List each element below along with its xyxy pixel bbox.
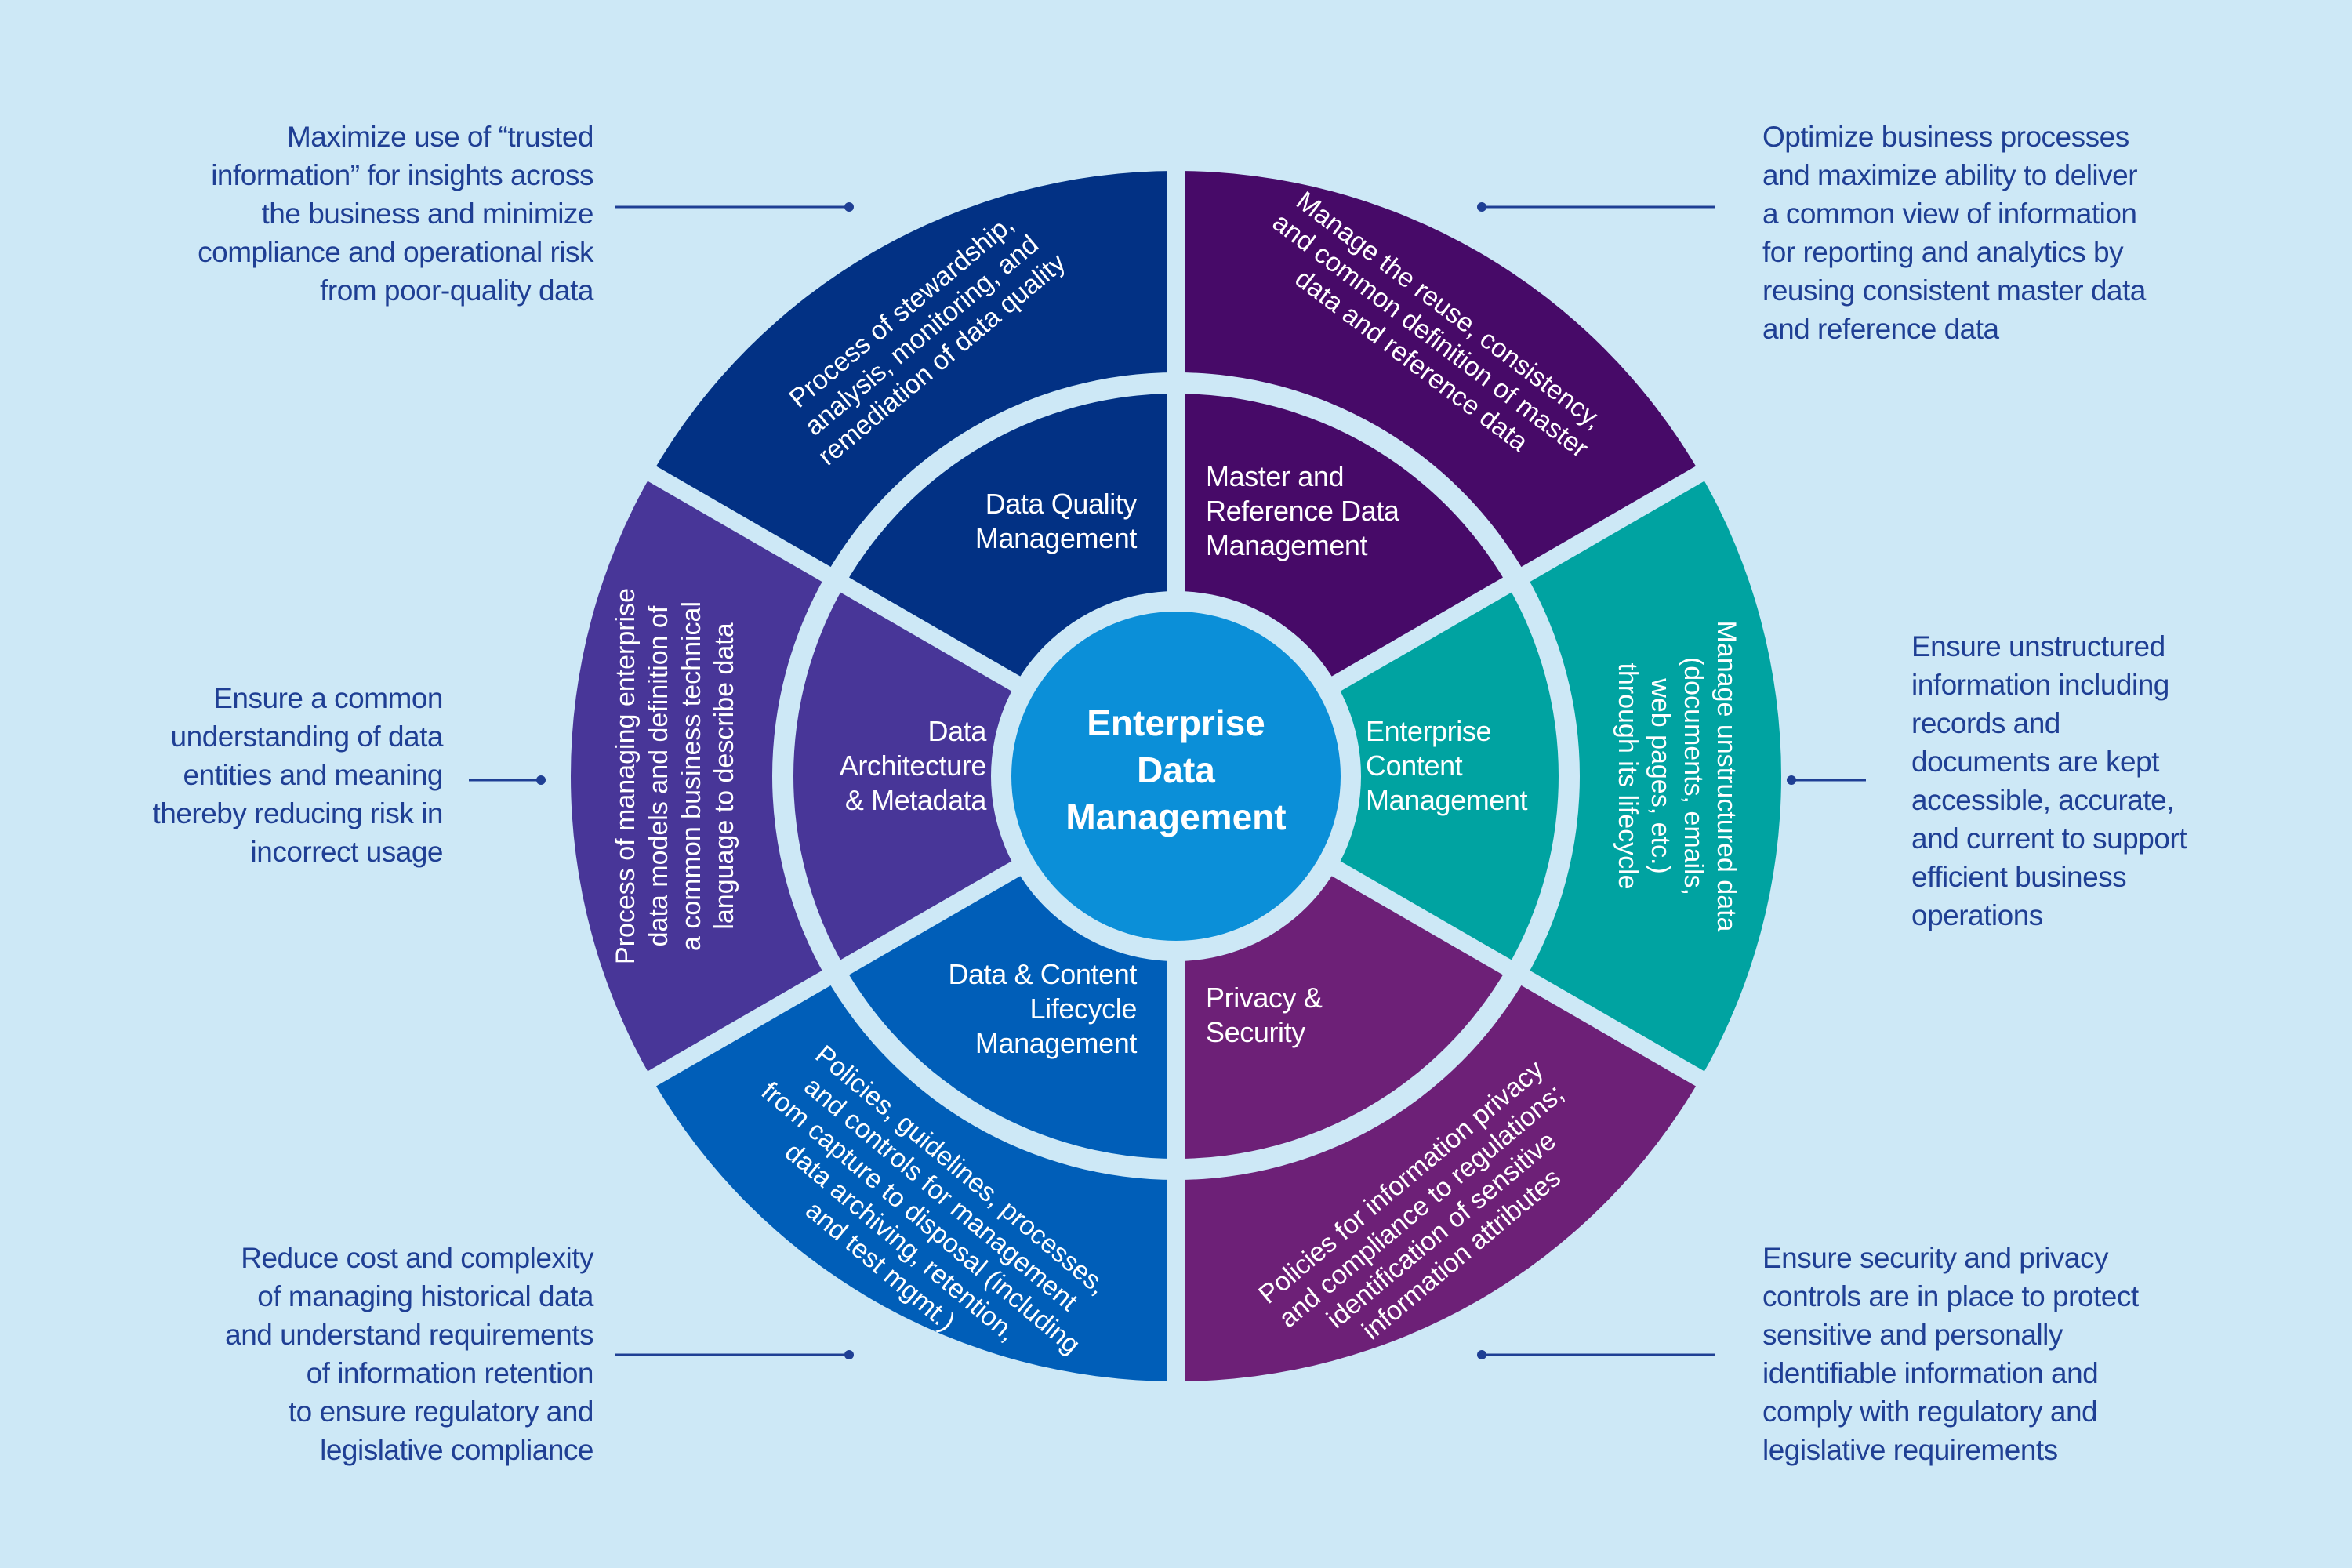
outer-description-enterprise-content: Manage unstructured data(documents, emai… bbox=[1613, 621, 1741, 932]
divider-line bbox=[1311, 462, 1711, 704]
inner-label-lifecycle: Data & Content bbox=[948, 958, 1137, 990]
outer-segment-enterprise-content bbox=[1526, 474, 1781, 1079]
outer-description-line: a common business technical bbox=[677, 601, 706, 951]
center-title-line: Enterprise bbox=[1087, 702, 1265, 743]
outer-segment-data-quality bbox=[652, 171, 1176, 575]
outer-segment-privacy-security bbox=[1176, 978, 1700, 1381]
center-title-line: Management bbox=[1065, 797, 1286, 837]
outer-ring bbox=[570, 171, 1781, 1381]
outer-segment-lifecycle bbox=[652, 978, 1176, 1381]
callout-master-reference: Optimize business processes and maximize… bbox=[1762, 121, 2146, 345]
outer-segment-master-reference bbox=[1176, 171, 1700, 575]
inner-label-enterprise-content: Content bbox=[1366, 750, 1463, 782]
inner-label-architecture-metadata: Architecture bbox=[840, 750, 986, 782]
inner-label-architecture-metadata: & Metadata bbox=[845, 784, 987, 816]
outer-description-line: data models and definition of bbox=[644, 605, 673, 946]
inner-label-lifecycle: Lifecycle bbox=[1030, 993, 1137, 1025]
outer-description-line: language to describe data bbox=[710, 622, 739, 929]
inner-segment-enterprise-content bbox=[1318, 585, 1559, 967]
segment-dividers bbox=[641, 163, 1711, 1389]
inner-label-privacy-security: Privacy & bbox=[1206, 982, 1323, 1014]
inner-label-data-quality: Data Quality bbox=[985, 488, 1138, 520]
outer-description-line: (documents, emails, bbox=[1679, 657, 1708, 895]
connector-dot bbox=[1787, 775, 1796, 785]
outer-segment-architecture-metadata bbox=[570, 474, 826, 1079]
callout-data-quality: Maximize use of “trusted information” fo… bbox=[198, 121, 593, 307]
connector-dot bbox=[1477, 202, 1486, 212]
callout-enterprise-content: Ensure unstructured information includin… bbox=[1911, 630, 2187, 931]
outer-description-line: through its lifecycle bbox=[1613, 662, 1642, 889]
inner-label-enterprise-content: Enterprise bbox=[1366, 715, 1491, 747]
center-hub bbox=[1011, 612, 1341, 941]
inner-ring bbox=[793, 394, 1559, 1159]
callout-architecture-metadata: Ensure a common understanding of data en… bbox=[152, 682, 443, 868]
inner-label-privacy-security: Security bbox=[1206, 1016, 1305, 1048]
callout-privacy-security: Ensure security and privacy controls are… bbox=[1762, 1242, 2139, 1466]
inner-label-master-reference: Master and bbox=[1206, 460, 1344, 492]
connector-dot bbox=[1477, 1350, 1486, 1359]
inner-label-architecture-metadata: Data bbox=[928, 715, 988, 747]
callout-lifecycle: Reduce cost and complexity of managing h… bbox=[225, 1242, 593, 1466]
center-title-line: Data bbox=[1137, 750, 1215, 790]
divider-line bbox=[641, 462, 1041, 704]
outer-description-line: Manage unstructured data bbox=[1711, 621, 1741, 932]
divider-line bbox=[641, 848, 1041, 1091]
connector-dot bbox=[844, 202, 854, 212]
outer-description-line: Process of managing enterprise bbox=[611, 588, 641, 964]
inner-label-enterprise-content: Management bbox=[1366, 784, 1528, 816]
inner-label-lifecycle: Management bbox=[975, 1027, 1138, 1059]
outer-description-line: web pages, etc.) bbox=[1646, 677, 1675, 873]
connector-lines bbox=[469, 202, 1866, 1359]
connector-dot bbox=[844, 1350, 854, 1359]
inner-label-data-quality: Management bbox=[975, 522, 1138, 554]
inner-label-master-reference: Reference Data bbox=[1206, 495, 1400, 527]
inner-segment-architecture-metadata bbox=[793, 585, 1034, 967]
connector-dot bbox=[536, 775, 546, 785]
divider-line bbox=[1311, 848, 1711, 1091]
inner-label-master-reference: Management bbox=[1206, 529, 1368, 561]
